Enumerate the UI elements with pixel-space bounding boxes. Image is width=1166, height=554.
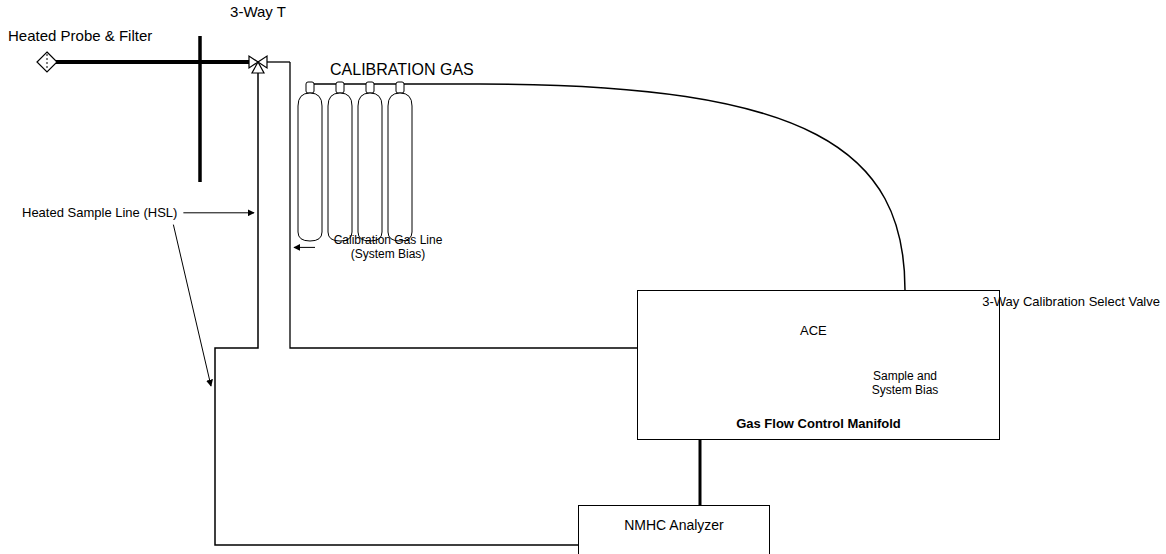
gas-cylinder (388, 93, 412, 241)
cylinder-valve (366, 82, 374, 93)
nmhc-analyzer: NMHC Analyzer (578, 505, 770, 554)
node-title: Gas Flow Control Manifold (638, 416, 999, 431)
gas-line (290, 62, 637, 348)
node-title: NMHC Analyzer (579, 506, 769, 533)
heated-probe (56, 60, 249, 64)
probe-label: Heated Probe & Filter (8, 27, 152, 45)
port-label: Sample and System Bias (858, 369, 952, 398)
valve-port (267, 61, 290, 62)
valve-triangle (252, 62, 264, 73)
line-label: Heated Sample Line (HSL) (22, 205, 177, 221)
three-way-tee: 3-Way T (226, 0, 290, 74)
cylinder-valve (336, 82, 344, 93)
leader-line (183, 212, 254, 213)
valve-port (257, 73, 259, 74)
gas-cylinders (295, 60, 480, 244)
gas-line (480, 84, 905, 290)
gas-cylinder (298, 93, 322, 241)
gas-line (215, 74, 578, 545)
filter-symbol (37, 52, 57, 72)
stack-wall (198, 36, 202, 182)
leader-line (173, 225, 211, 386)
line-label: Calibration Gas Line (System Bias) (318, 233, 458, 262)
gas-line (699, 440, 702, 505)
gas-cylinder (358, 93, 382, 241)
port-label: ACE (800, 323, 827, 339)
valve-label: 3-Way Calibration Select Valve (982, 294, 1160, 310)
node-title: CALIBRATION GAS (295, 60, 474, 79)
cylinder-valve (306, 82, 314, 93)
leader-line (294, 247, 315, 248)
gas-cylinder (328, 93, 352, 241)
calibration-gas-cylinders: CALIBRATION GAS (295, 60, 480, 244)
gas-flow-control-manifold: Gas Flow Control Manifold (637, 290, 1000, 440)
node-title: 3-Way T (226, 0, 290, 20)
cylinder-valve (396, 82, 404, 93)
cylinder-header-pipe (307, 83, 480, 85)
